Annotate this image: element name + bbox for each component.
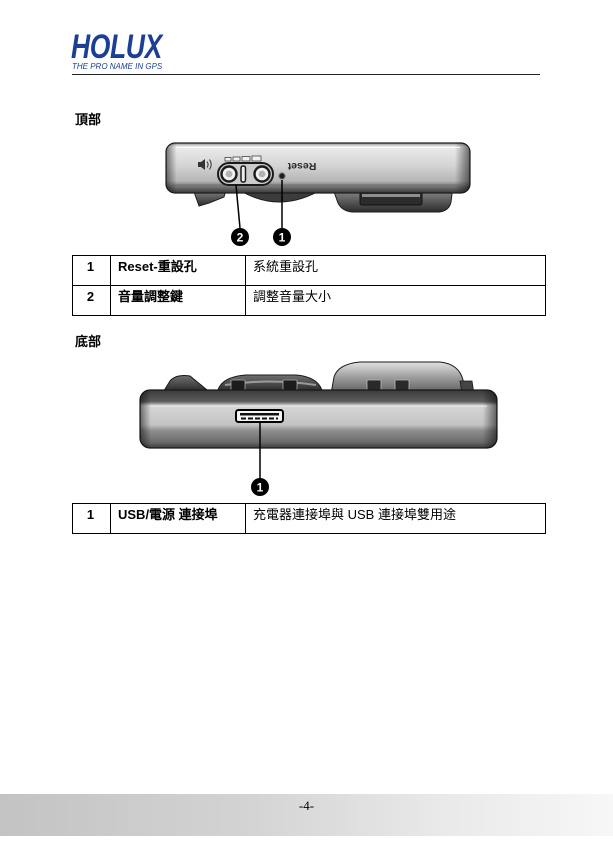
device-body (139, 389, 498, 449)
part-name: Reset-重設孔 (110, 255, 246, 286)
part-description: 調整音量大小 (245, 285, 546, 316)
speaker-icon (198, 159, 212, 170)
usb-port (235, 409, 284, 423)
callout-number: 1 (257, 481, 264, 495)
section-heading-bottom: 底部 (75, 334, 102, 349)
callout-badge: 1 (251, 478, 269, 496)
holux-logo: HOLUX THE PRO NAME IN GPS (0, 0, 200, 80)
antenna-dome (330, 361, 475, 395)
volume-level-icon (224, 155, 262, 162)
callout-badge: 1 (273, 228, 291, 246)
part-name: USB/電源 連接埠 (110, 503, 246, 534)
rear-handle (161, 375, 214, 395)
callout-line (235, 184, 241, 229)
logo-tagline: THE PRO NAME IN GPS (72, 62, 163, 71)
callout-number: 1 (279, 231, 286, 245)
reset-print: Reset (287, 160, 316, 172)
parts-table-top: 1 Reset-重設孔 系統重設孔 2 音量調整鍵 調整音量大小 (72, 255, 546, 316)
table-row: 1 USB/電源 連接埠 充電器連接埠與 USB 連接埠雙用途 (72, 503, 546, 534)
part-description: 系統重設孔 (245, 255, 546, 286)
callout-badge: 2 (231, 228, 249, 246)
section-heading-top: 頂部 (75, 112, 102, 127)
part-name: 音量調整鍵 (110, 285, 246, 316)
part-number: 2 (72, 285, 111, 316)
parts-table-bottom: 1 USB/電源 連接埠 充電器連接埠與 USB 連接埠雙用途 (72, 503, 546, 534)
page-number: -4- (298, 798, 315, 813)
part-number: 1 (72, 255, 111, 286)
callout-number: 2 (237, 231, 244, 245)
device-body (165, 142, 471, 194)
device-top-view-illustration: Reset 2 1 (165, 142, 471, 246)
footer-band (0, 794, 613, 836)
reset-hole (278, 172, 286, 180)
logo-wordmark: HOLUX (71, 28, 162, 66)
part-number: 1 (72, 503, 111, 534)
table-row: 1 Reset-重設孔 系統重設孔 (72, 255, 546, 286)
device-bottom-view-illustration: 1 (139, 361, 498, 496)
table-row: 2 音量調整鍵 調整音量大小 (72, 285, 546, 316)
volume-button (217, 162, 274, 186)
header-rule (72, 74, 540, 75)
part-description: 充電器連接埠與 USB 連接埠雙用途 (245, 503, 546, 534)
